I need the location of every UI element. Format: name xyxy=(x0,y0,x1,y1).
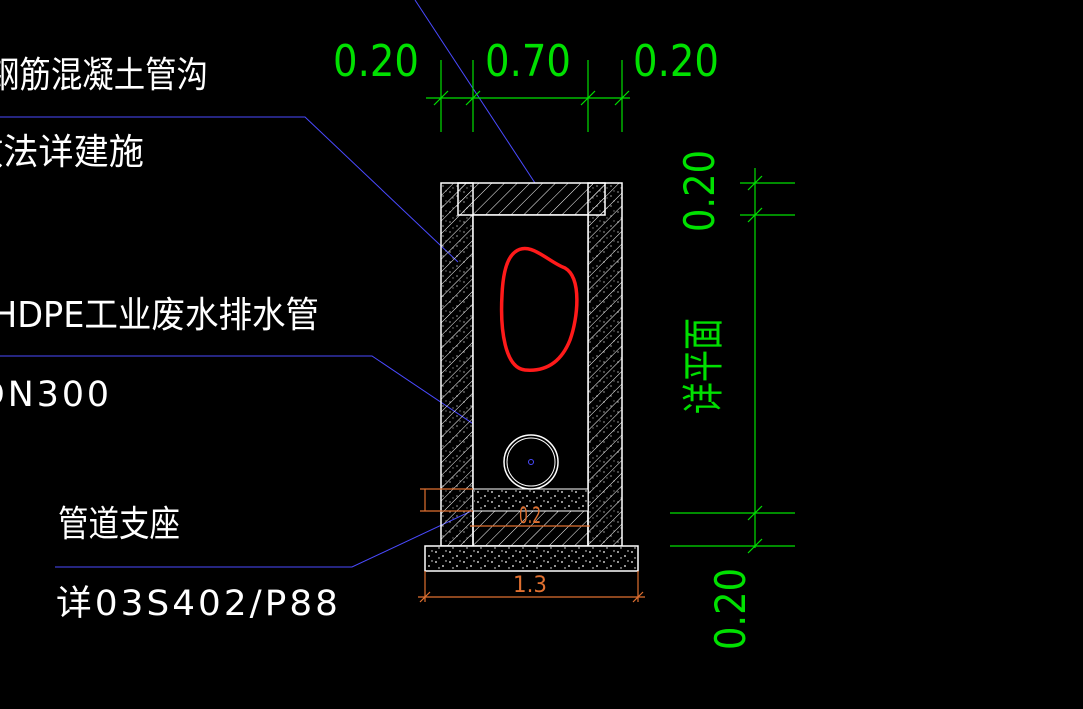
label-support-name: 管道支座 xyxy=(58,504,180,545)
red-markup-circle xyxy=(499,246,579,372)
leader-trench-wall xyxy=(0,116,459,263)
inner-cavity xyxy=(472,214,589,492)
cushion-base-dots xyxy=(426,547,637,570)
dim-top-right-wall: 0.20 xyxy=(633,36,719,87)
label-pipe-name: HDPE工业废水排水管 xyxy=(0,295,319,336)
right-dimension xyxy=(670,168,795,554)
dim-right-side-text: 详平面 xyxy=(679,318,728,414)
trench-section xyxy=(424,182,639,572)
label-trench-material: 钢筋混凝土管沟 xyxy=(0,55,208,96)
left-wall-dots xyxy=(441,183,473,546)
right-wall-dots xyxy=(588,183,622,546)
dim-top-left-wall: 0.20 xyxy=(333,36,419,87)
dim-top-inner: 0.70 xyxy=(485,36,571,87)
pipe-outer xyxy=(503,434,559,490)
cover-slab xyxy=(457,182,606,216)
pipe-center-dot xyxy=(528,459,534,465)
base-dimension xyxy=(418,488,645,603)
top-dimension xyxy=(426,60,630,132)
pipe-inner xyxy=(506,437,556,487)
label-support-ref: 详03S402/P88 xyxy=(56,584,341,624)
dim-base-width: 1.3 xyxy=(513,573,547,598)
label-pipe-size: DN300 xyxy=(0,375,112,415)
dim-support-small: 0.2 xyxy=(519,504,541,529)
leader-trench-cover xyxy=(414,0,536,184)
label-trench-note: 做法详建施 xyxy=(0,132,144,173)
dim-right-base: 0.20 xyxy=(706,568,755,650)
pipe-support-dots xyxy=(474,490,587,510)
dim-right-cover: 0.20 xyxy=(675,150,724,232)
